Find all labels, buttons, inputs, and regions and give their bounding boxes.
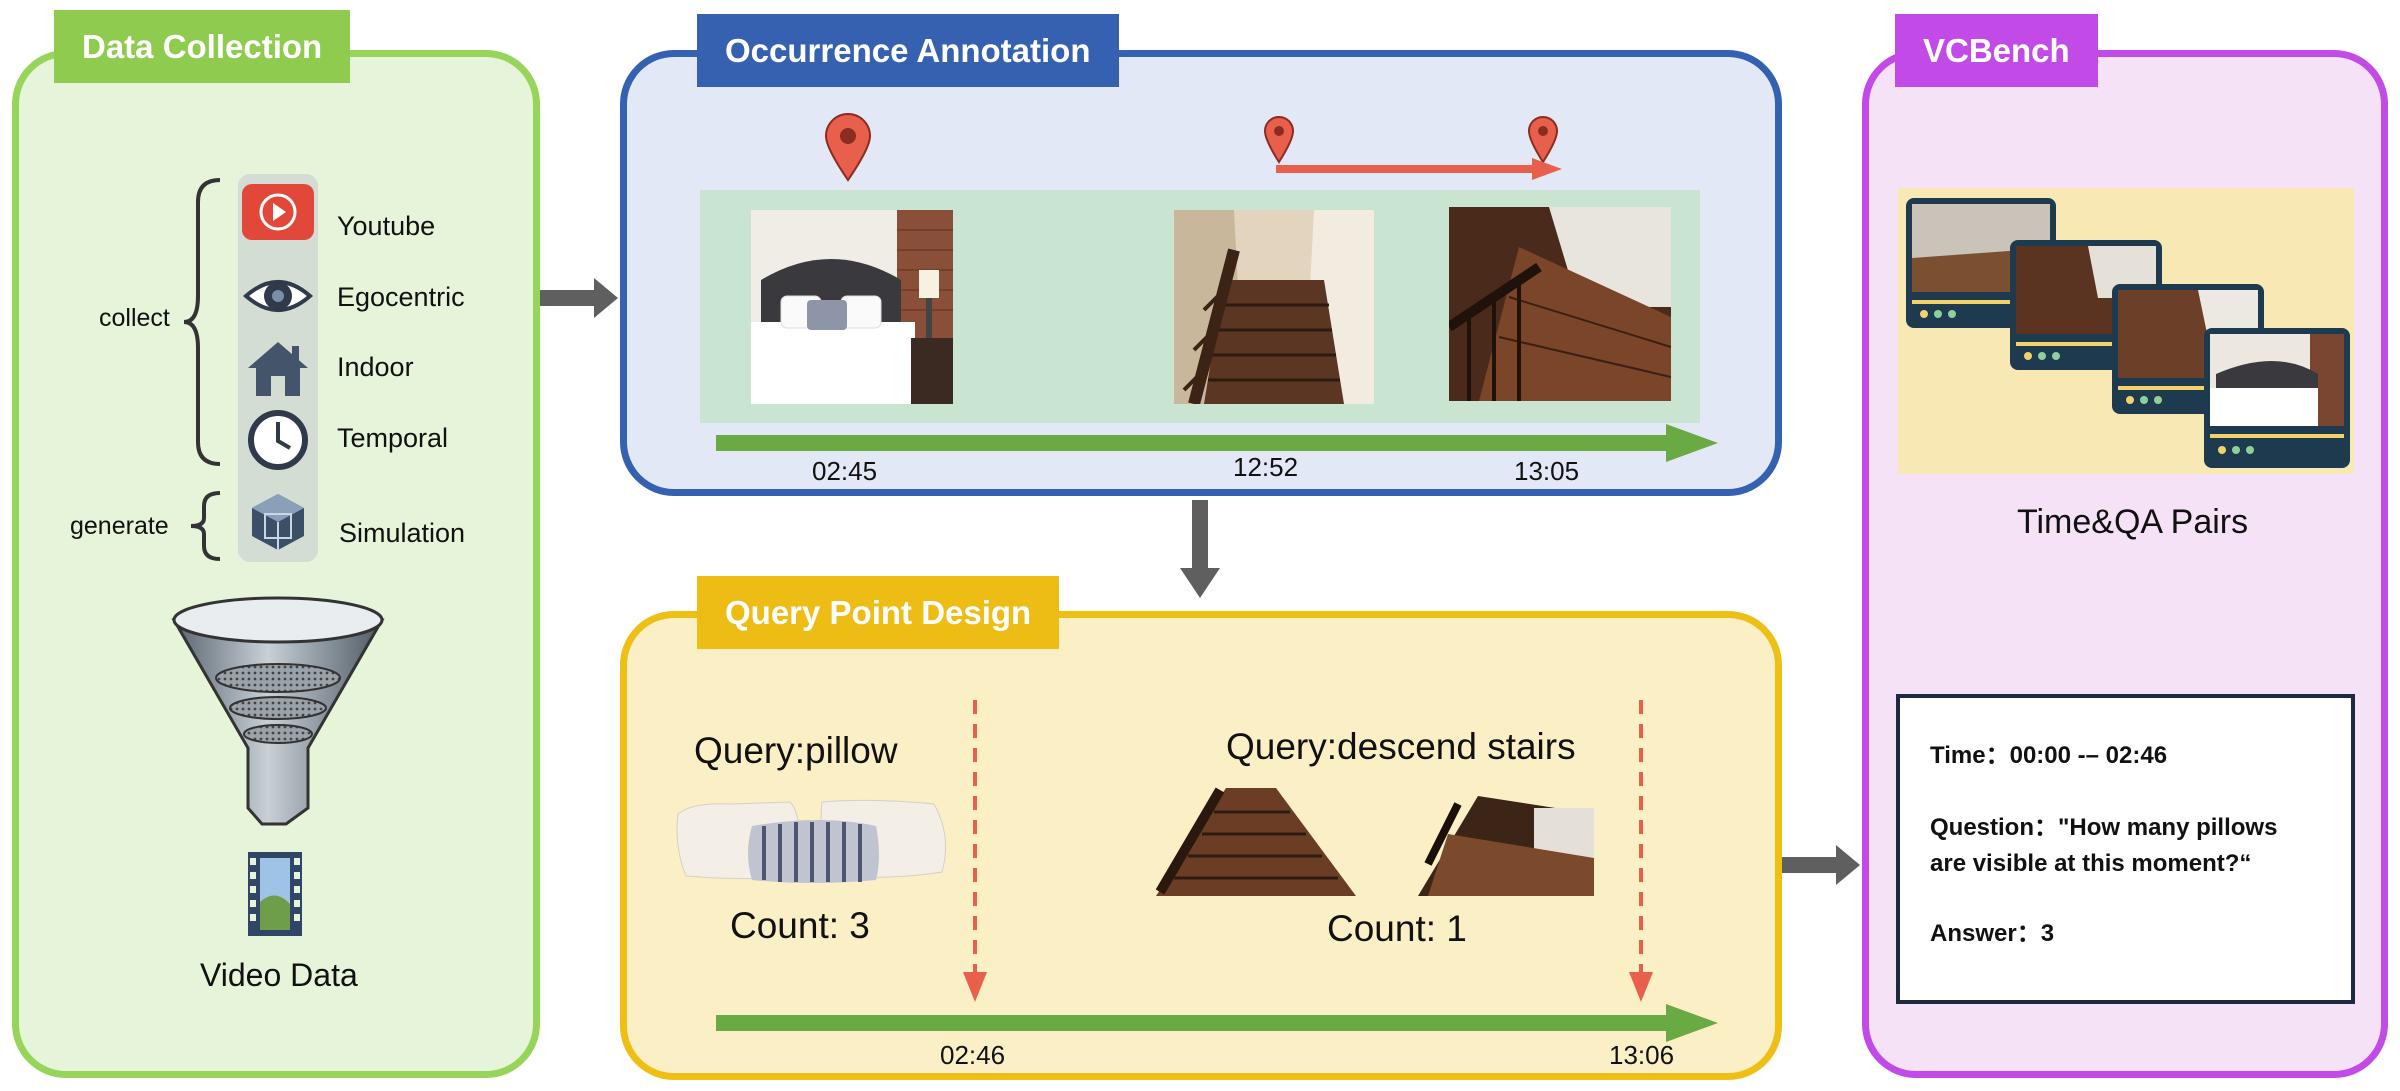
- descend-stairs-image-1: [1156, 787, 1356, 896]
- descend-stairs-image-2: [1418, 796, 1594, 896]
- arrow-to-query-design: [1180, 500, 1220, 598]
- count-stairs-label: Count: 1: [1327, 908, 1467, 949]
- youtube-icon: [240, 180, 316, 244]
- qa-answer-value: 3: [2040, 920, 2055, 947]
- occurrence-span-arrow: [1276, 158, 1562, 180]
- timestamp-1: 02:45: [812, 456, 878, 486]
- query-stairs-label: Query:descend stairs: [1226, 726, 1576, 767]
- qa-question-line-1: "How many pillows: [2058, 814, 2278, 841]
- qa-time-value: 00:00 -– 02:46: [2009, 742, 2168, 769]
- collect-brace: [183, 178, 221, 466]
- source-simulation: Simulation: [339, 518, 466, 548]
- qa-time-label: Time：: [1930, 742, 2010, 769]
- source-egocentric: Egocentric: [337, 282, 465, 312]
- arrow-to-vcbench: [1782, 845, 1860, 885]
- qa-question-row: Question："How many pillows: [1930, 810, 2277, 846]
- house-icon: [240, 336, 316, 400]
- staircase-frame-1: [1174, 210, 1374, 404]
- location-pin-icon: [1527, 116, 1559, 164]
- query-timestamp-2: 13:06: [1609, 1040, 1675, 1070]
- collect-label: collect: [99, 304, 170, 332]
- bedroom-frame: [751, 210, 953, 404]
- data-collection-title: Data Collection: [54, 10, 351, 83]
- arrow-to-annotation: [540, 278, 618, 318]
- source-temporal: Temporal: [337, 423, 449, 453]
- timestamp-2: 12:52: [1233, 452, 1299, 482]
- occurrence-annotation-title: Occurrence Annotation: [697, 14, 1119, 87]
- pillows-image: [676, 799, 947, 883]
- eye-icon: [240, 264, 316, 328]
- qa-example-card: Time：00:00 -– 02:46 Question："How many p…: [1896, 694, 2355, 1004]
- generate-label: generate: [70, 512, 169, 540]
- video-frames-stack-image: [1898, 188, 2354, 474]
- annotation-timeline: [716, 424, 1718, 462]
- source-youtube: Youtube: [337, 211, 436, 241]
- qa-question-label: Question：: [1930, 814, 2059, 841]
- staircase-frame-2: [1449, 207, 1671, 401]
- vcbench-title: VCBench: [1895, 14, 2098, 87]
- location-pin-icon: [824, 113, 872, 182]
- qa-time-row: Time：00:00 -– 02:46: [1930, 738, 2167, 774]
- timestamp-3: 13:05: [1514, 456, 1580, 486]
- query-timeline: [716, 1004, 1718, 1042]
- query-point-marker-2: [1629, 700, 1653, 1002]
- qa-answer-label: Answer：: [1930, 920, 2041, 947]
- video-data-label: Video Data: [200, 957, 358, 993]
- qa-answer-row: Answer：3: [1930, 916, 2054, 952]
- film-icon: [248, 852, 302, 936]
- query-pillow-label: Query:pillow: [694, 730, 898, 771]
- clock-icon: [240, 408, 316, 472]
- location-pin-icon: [1263, 116, 1295, 164]
- funnel-icon: [171, 596, 385, 826]
- query-point-design-title: Query Point Design: [697, 576, 1060, 649]
- qa-question-line-2: are visible at this moment?“: [1930, 850, 2252, 877]
- query-point-marker-1: [963, 700, 987, 1002]
- source-indoor: Indoor: [337, 352, 414, 382]
- query-timestamp-1: 02:46: [940, 1040, 1006, 1070]
- generate-brace: [190, 491, 221, 561]
- cube-icon: [240, 490, 316, 554]
- count-pillow-label: Count: 3: [730, 905, 870, 946]
- time-qa-pairs-label: Time&QA Pairs: [2017, 503, 2249, 541]
